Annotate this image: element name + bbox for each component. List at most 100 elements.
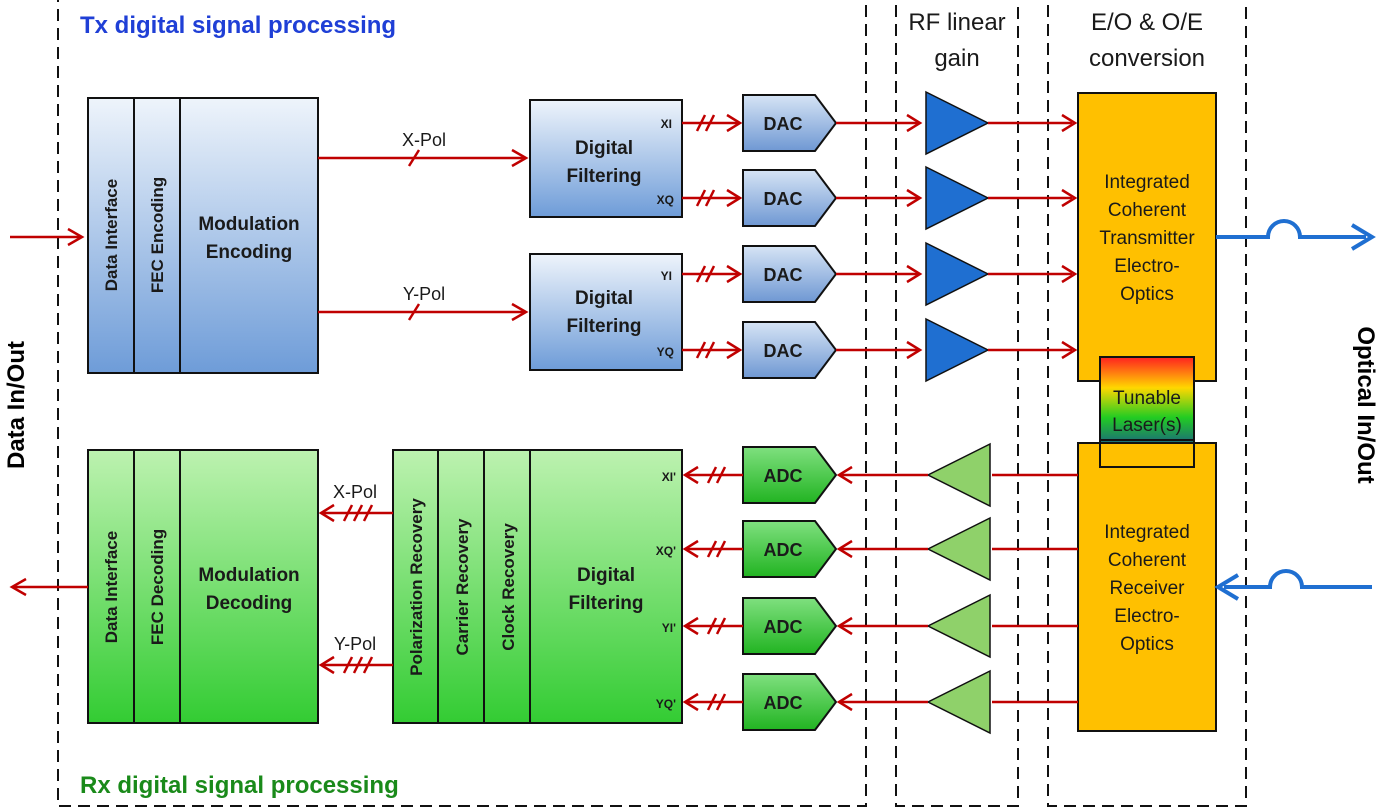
port-label-yq: YQ <box>657 345 674 359</box>
rf-gain-title-line2: gain <box>934 45 979 72</box>
laser-label-line1: Tunable <box>1113 388 1181 409</box>
transmitter-label-line3: Transmitter <box>1099 228 1195 249</box>
transmitter-label-line2: Coherent <box>1108 200 1187 221</box>
tx-digital-filtering-y: Digital Filtering YI YQ <box>529 253 683 371</box>
rx-modulation-label-line1: Modulation <box>198 565 299 586</box>
tx-y-pol-link: Y-Pol <box>318 284 529 322</box>
adc-xi-label: ADC <box>764 466 803 486</box>
rf-gain-frame <box>895 0 1019 807</box>
receiver-label-line5: Optics <box>1120 634 1174 655</box>
integrated-coherent-transmitter: Integrated Coherent Transmitter Electro-… <box>1077 92 1217 382</box>
dac-yq-label: DAC <box>764 341 803 361</box>
optical-input-fiber <box>1214 569 1372 601</box>
port-label-xq: XQ <box>657 193 674 207</box>
adc-yi <box>742 597 838 655</box>
rx-y-pol-link: Y-Pol <box>318 634 393 675</box>
rx-filter-label-line1: Digital <box>577 565 635 586</box>
dsp-frame <box>57 0 867 807</box>
rf-gain-title-line1: RF linear <box>908 9 1005 36</box>
rx-modulation-label-line2: Decoding <box>206 593 293 614</box>
tx-modulation-label-line1: Modulation <box>198 214 299 235</box>
adc-yi-label: ADC <box>764 617 803 637</box>
tx-data-input-arrow <box>10 227 85 247</box>
rx-x-pol-link: X-Pol <box>318 482 393 523</box>
tx-modulation-label-line2: Encoding <box>206 242 293 263</box>
dac-yi <box>742 245 838 303</box>
adc-yq-label: ADC <box>764 693 803 713</box>
rx-dsp-title: Rx digital signal processing <box>80 772 399 799</box>
eo-title-line1: E/O & O/E <box>1091 9 1203 36</box>
adc-xq <box>742 520 838 578</box>
port-label-yq-prime: YQ' <box>656 697 676 711</box>
data-in-out-label: Data In/Out <box>3 341 30 469</box>
dac-xi-label: DAC <box>764 114 803 134</box>
port-label-xi-prime: XI' <box>662 470 676 484</box>
dac-xi <box>742 94 838 152</box>
transmitter-label-line4: Electro- <box>1114 256 1179 277</box>
tx-filter-x-label-line2: Filtering <box>567 166 642 187</box>
tx-amplifier-xq <box>925 165 990 231</box>
clock-recovery-label: Clock Recovery <box>499 523 518 651</box>
rx-data-output-arrow <box>9 577 88 597</box>
rx-decoder-block: Data Interface FEC Decoding Modulation D… <box>87 449 319 724</box>
tx-encoder-block: Data Interface FEC Encoding Modulation E… <box>87 97 319 374</box>
tx-lane-yq: DAC <box>682 317 1078 383</box>
receiver-label-line4: Electro- <box>1114 606 1179 627</box>
rx-amplifier-yq <box>926 669 991 735</box>
port-label-yi: YI <box>661 269 672 283</box>
port-label-yi-prime: YI' <box>662 621 676 635</box>
dac-yq <box>742 321 838 379</box>
tx-data-interface-label: Data Interface <box>102 179 121 291</box>
tx-amplifier-yq <box>925 317 990 383</box>
port-label-xi: XI <box>661 117 672 131</box>
tx-fec-encoding-label: FEC Encoding <box>148 177 167 293</box>
rx-filter-label-line2: Filtering <box>569 593 644 614</box>
laser-label-line2: Laser(s) <box>1112 415 1182 436</box>
tx-x-pol-link: X-Pol <box>318 130 529 168</box>
tx-digital-filtering-x: Digital Filtering XI XQ <box>529 99 683 218</box>
optical-in-out-label: Optical In/Out <box>1352 326 1379 483</box>
dac-yi-label: DAC <box>764 265 803 285</box>
section-frames <box>57 0 1247 807</box>
rx-lane-xi: ADC <box>682 442 1078 508</box>
adc-xq-label: ADC <box>764 540 803 560</box>
rx-x-pol-label: X-Pol <box>333 482 377 502</box>
carrier-recovery-label: Carrier Recovery <box>453 518 472 656</box>
tx-amplifier-yi <box>925 241 990 307</box>
tx-y-pol-label: Y-Pol <box>403 284 445 304</box>
rx-lane-xq: ADC <box>682 516 1078 582</box>
tx-lane-xi: DAC <box>682 90 1078 156</box>
tunable-laser-overlap <box>1099 439 1195 468</box>
optical-output-fiber <box>1216 219 1376 251</box>
rx-amplifier-xq <box>926 516 991 582</box>
rx-y-pol-label: Y-Pol <box>334 634 376 654</box>
receiver-label-line1: Integrated <box>1104 522 1190 543</box>
receiver-label-line3: Receiver <box>1110 578 1186 599</box>
eo-conversion-frame <box>1047 0 1247 807</box>
tx-dsp-title: Tx digital signal processing <box>80 12 396 39</box>
tx-filter-y-label-line1: Digital <box>575 288 633 309</box>
tx-amplifier-xi <box>925 90 990 156</box>
transmitter-label-line5: Optics <box>1120 284 1174 305</box>
integrated-coherent-receiver: Integrated Coherent Receiver Electro- Op… <box>1077 442 1217 732</box>
rx-amplifier-yi <box>926 593 991 659</box>
adc-yq <box>742 673 838 731</box>
tx-x-pol-label: X-Pol <box>402 130 446 150</box>
tx-filter-x-label-line1: Digital <box>575 138 633 159</box>
tx-filter-y-label-line2: Filtering <box>567 316 642 337</box>
rx-data-interface-label: Data Interface <box>102 531 121 643</box>
rx-fec-decoding-label: FEC Decoding <box>148 529 167 645</box>
rx-recovery-filtering-block: Polarization Recovery Carrier Recovery C… <box>392 449 683 724</box>
transmitter-label-line1: Integrated <box>1104 172 1190 193</box>
port-label-xq-prime: XQ' <box>656 544 676 558</box>
polarization-recovery-label: Polarization Recovery <box>407 498 426 676</box>
dac-xq-label: DAC <box>764 189 803 209</box>
tx-lane-yi: DAC <box>682 241 1078 307</box>
adc-xi <box>742 446 838 504</box>
eo-title-line2: conversion <box>1089 45 1205 72</box>
receiver-label-line2: Coherent <box>1108 550 1187 571</box>
rx-lane-yi: ADC <box>682 593 1078 659</box>
dac-xq <box>742 169 838 227</box>
rx-lane-yq: ADC <box>682 669 1078 735</box>
